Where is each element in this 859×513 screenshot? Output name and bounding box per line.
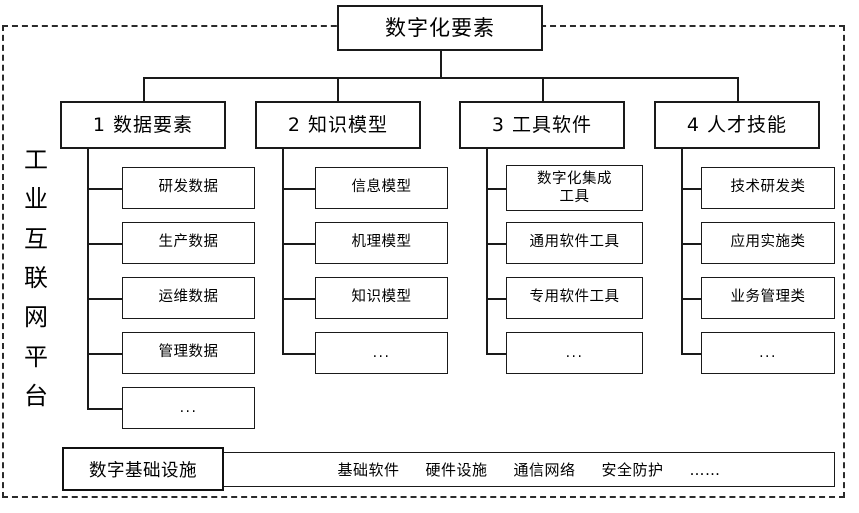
- spine-category-2: [282, 149, 284, 354]
- platform-label-char-1: 业: [24, 185, 48, 214]
- branch-4-4: [681, 353, 702, 355]
- spine-category-4: [681, 149, 683, 354]
- leaf-node-label-1-1: 研发数据: [158, 179, 219, 196]
- leaf-node-2-3[interactable]: 知识模型: [315, 277, 448, 319]
- leaf-node-label-1-2: 生产数据: [158, 234, 219, 251]
- leaf-node-label-1-5: ...: [179, 399, 198, 416]
- leaf-node-1-4[interactable]: 管理数据: [122, 332, 255, 374]
- connector-drop-cat-1: [143, 77, 145, 101]
- platform-label-char-2: 互: [24, 224, 48, 253]
- infrastructure-label-box[interactable]: 数字基础设施: [62, 447, 224, 491]
- branch-4-2: [681, 243, 702, 245]
- branch-1-2: [87, 243, 123, 245]
- platform-label-char-6: 台: [24, 381, 48, 410]
- branch-3-4: [486, 353, 507, 355]
- branch-3-3: [486, 298, 507, 300]
- platform-label-char-4: 网: [24, 303, 48, 332]
- leaf-node-3-4[interactable]: ...: [506, 332, 643, 374]
- connector-bus: [143, 77, 738, 79]
- leaf-node-2-2[interactable]: 机理模型: [315, 222, 448, 264]
- connector-drop-cat-2: [337, 77, 339, 101]
- leaf-node-label-3-1: 数字化集成 工具: [537, 170, 612, 205]
- platform-vertical-label: 工 业 互 联 网 平 台: [14, 148, 58, 408]
- platform-label-char-3: 联: [24, 263, 48, 292]
- connector-root-drop: [440, 51, 442, 78]
- leaf-node-3-2[interactable]: 通用软件工具: [506, 222, 643, 264]
- branch-2-4: [282, 353, 316, 355]
- leaf-node-label-3-2: 通用软件工具: [529, 234, 620, 251]
- branch-2-3: [282, 298, 316, 300]
- leaf-node-label-4-1: 技术研发类: [730, 179, 806, 196]
- leaf-node-4-2[interactable]: 应用实施类: [701, 222, 835, 264]
- branch-1-1: [87, 188, 123, 190]
- leaf-node-4-4[interactable]: ...: [701, 332, 835, 374]
- leaf-node-1-3[interactable]: 运维数据: [122, 277, 255, 319]
- category-node-label-1: 1 数据要素: [92, 113, 194, 136]
- category-node-label-2: 2 知识模型: [287, 113, 389, 136]
- root-node-label: 数字化要素: [385, 15, 495, 40]
- category-node-label-4: 4 人才技能: [686, 113, 788, 136]
- leaf-node-1-1[interactable]: 研发数据: [122, 167, 255, 209]
- leaf-node-3-3[interactable]: 专用软件工具: [506, 277, 643, 319]
- root-node-digital-elements[interactable]: 数字化要素: [337, 5, 543, 51]
- leaf-node-1-2[interactable]: 生产数据: [122, 222, 255, 264]
- branch-3-2: [486, 243, 507, 245]
- branch-4-1: [681, 188, 702, 190]
- leaf-node-label-3-4: ...: [565, 344, 584, 361]
- connector-drop-cat-4: [737, 77, 739, 101]
- leaf-node-1-5[interactable]: ...: [122, 387, 255, 429]
- infrastructure-items-bar: 基础软件 硬件设施 通信网络 安全防护 ……: [223, 452, 835, 487]
- leaf-node-2-1[interactable]: 信息模型: [315, 167, 448, 209]
- branch-4-3: [681, 298, 702, 300]
- leaf-node-label-1-4: 管理数据: [158, 344, 219, 361]
- leaf-node-2-4[interactable]: ...: [315, 332, 448, 374]
- leaf-node-label-3-3: 专用软件工具: [529, 289, 620, 306]
- leaf-node-label-2-3: 知识模型: [351, 289, 412, 306]
- category-node-label-3: 3 工具软件: [491, 113, 593, 136]
- leaf-node-label-4-2: 应用实施类: [730, 234, 806, 251]
- leaf-node-label-2-2: 机理模型: [351, 234, 412, 251]
- leaf-node-label-2-1: 信息模型: [351, 179, 412, 196]
- spine-category-1: [87, 149, 89, 409]
- category-node-talent-skills[interactable]: 4 人才技能: [654, 101, 820, 149]
- platform-label-char-5: 平: [24, 342, 48, 371]
- leaf-node-label-4-4: ...: [759, 344, 777, 361]
- leaf-node-label-2-4: ...: [372, 344, 391, 361]
- category-node-tool-software[interactable]: 3 工具软件: [459, 101, 625, 149]
- infrastructure-item-1[interactable]: 硬件设施: [425, 461, 488, 479]
- leaf-node-label-1-3: 运维数据: [158, 289, 219, 306]
- category-node-data-elements[interactable]: 1 数据要素: [60, 101, 226, 149]
- infrastructure-item-3[interactable]: 安全防护: [601, 461, 664, 479]
- branch-1-5: [87, 408, 123, 410]
- infrastructure-label: 数字基础设施: [89, 460, 197, 481]
- platform-label-char-0: 工: [24, 146, 48, 174]
- category-node-knowledge-models[interactable]: 2 知识模型: [255, 101, 421, 149]
- branch-2-1: [282, 188, 316, 190]
- leaf-node-4-1[interactable]: 技术研发类: [701, 167, 835, 209]
- branch-1-4: [87, 353, 123, 355]
- infrastructure-item-4: ……: [689, 460, 721, 479]
- leaf-node-label-4-3: 业务管理类: [730, 289, 806, 306]
- connector-drop-cat-3: [542, 77, 544, 101]
- infrastructure-item-2[interactable]: 通信网络: [513, 461, 576, 479]
- branch-3-1: [486, 188, 507, 190]
- infrastructure-item-0[interactable]: 基础软件: [337, 461, 400, 479]
- leaf-node-3-1[interactable]: 数字化集成 工具: [506, 165, 643, 211]
- branch-2-2: [282, 243, 316, 245]
- leaf-node-4-3[interactable]: 业务管理类: [701, 277, 835, 319]
- spine-category-3: [486, 149, 488, 354]
- branch-1-3: [87, 298, 123, 300]
